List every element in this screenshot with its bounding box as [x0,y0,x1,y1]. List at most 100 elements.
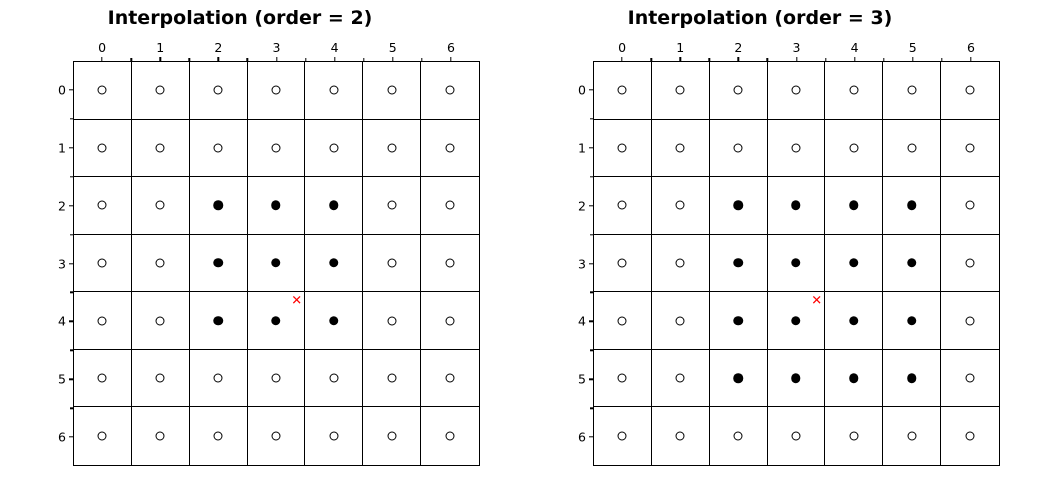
open-circle-marker [387,143,397,153]
open-circle-marker [733,431,743,441]
filled-circle-marker [849,315,859,326]
grid-cell-r3-c4 [305,234,364,293]
open-circle-marker [617,373,627,383]
grid-cell-r4-c6 [421,292,479,350]
grid-cell-r3-c0 [594,234,652,293]
open-circle-marker [675,316,685,326]
x-tick-label-6: 6 [446,40,455,55]
grid-cell-r1-c1 [131,119,190,178]
open-circle-marker [675,200,685,210]
grid-cell-r1-c6 [941,120,999,178]
open-circle-marker [675,143,685,153]
filled-circle-marker [329,200,339,211]
grid-cell-r4-c5 [883,292,942,350]
open-circle-marker [329,85,339,95]
x-tick-label-5: 5 [388,40,397,55]
grid-cell-r6-c2 [710,407,768,465]
grid-cell-r0-c6 [941,62,999,120]
x-tick-label-3: 3 [792,40,801,55]
y-tick-minor-3 [590,233,593,236]
open-circle-marker [849,85,859,95]
y-tick-label-6: 6 [58,429,66,445]
grid-cell-r5-c4 [305,349,364,408]
grid-cell-r0-c4 [825,62,884,120]
y-tick-label-3: 3 [58,256,66,271]
grid-cell-r4-c6 [941,292,999,350]
y-tick-minor-2 [70,176,73,178]
y-tick-5 [68,378,73,380]
x-tick-label-2: 2 [214,40,223,55]
grid-cell-r2-c2 [709,177,768,235]
grid-cell-r4-c4 [825,292,884,350]
grid-cell-r5-c5 [363,349,422,408]
grid-cell-r5-c5 [883,349,942,408]
y-tick-3 [68,262,73,265]
filled-circle-marker [906,315,917,326]
x-tick-label-5: 5 [908,40,917,55]
grid-cell-r0-c3 [247,62,306,120]
x-tick-3 [275,56,278,61]
x-tick-1 [679,56,681,61]
y-tick-6 [588,436,593,438]
x-tick-minor-3 [246,58,249,61]
open-circle-marker [155,431,165,441]
open-circle-marker [907,143,917,153]
grid-cell-r5-c0 [594,349,652,408]
grid-cell-r3-c0 [74,234,132,293]
grid-cell-r0-c6 [421,62,479,120]
open-circle-marker [617,431,627,441]
open-circle-marker [155,373,165,383]
y-tick-minor-2 [590,176,593,178]
grid-cell-r6-c6 [421,407,479,465]
y-tick-label-6: 6 [578,429,586,445]
open-circle-marker [213,143,223,153]
open-circle-marker [155,258,165,268]
x-tick-label-6: 6 [966,40,975,55]
grid-cell-r1-c5 [883,119,942,178]
y-tick-0 [588,89,593,91]
open-circle-marker [965,200,975,210]
open-circle-marker [97,143,107,153]
x-tick-minor-1 [650,58,652,61]
grid-cells-order-3 [594,62,999,465]
y-tick-3 [588,262,593,265]
grid-cell-r2-c0 [594,177,652,235]
y-tick-1 [588,147,593,149]
filled-circle-marker [213,200,223,211]
x-tick-0 [101,56,103,61]
filled-circle-marker [733,258,743,268]
filled-circle-marker [791,315,801,326]
grid-cell-r3-c2 [709,234,768,293]
open-circle-marker [97,373,107,383]
open-circle-marker [733,85,743,95]
open-circle-marker [445,143,455,153]
open-circle-marker [271,373,281,383]
open-circle-marker [271,431,281,441]
filled-circle-marker [849,373,859,383]
open-circle-marker [791,143,801,153]
filled-circle-marker [213,258,223,268]
y-tick-label-1: 1 [578,140,586,156]
open-circle-marker [387,85,397,95]
grid-cell-r4-c1 [651,292,710,350]
grid-cell-r1-c3 [247,119,306,178]
open-circle-marker [849,431,859,441]
open-circle-marker [97,200,107,210]
open-circle-marker [213,373,223,383]
y-tick-minor-1 [70,118,73,120]
open-circle-marker [97,431,107,441]
y-tick-label-2: 2 [58,198,66,214]
grid-cell-r1-c0 [74,119,132,178]
y-tick-label-4: 4 [578,313,586,329]
open-circle-marker [387,431,397,441]
chart-title-order-3: Interpolation (order = 3) [627,7,893,29]
y-tick-minor-5 [70,349,73,351]
x-tick-label-0: 0 [618,40,627,55]
open-circle-marker [675,373,685,383]
grid-cell-r2-c6 [421,177,479,235]
plot-area-order-3: ✕ [593,61,1000,466]
open-circle-marker [791,85,801,95]
x-tick-2 [217,56,220,61]
